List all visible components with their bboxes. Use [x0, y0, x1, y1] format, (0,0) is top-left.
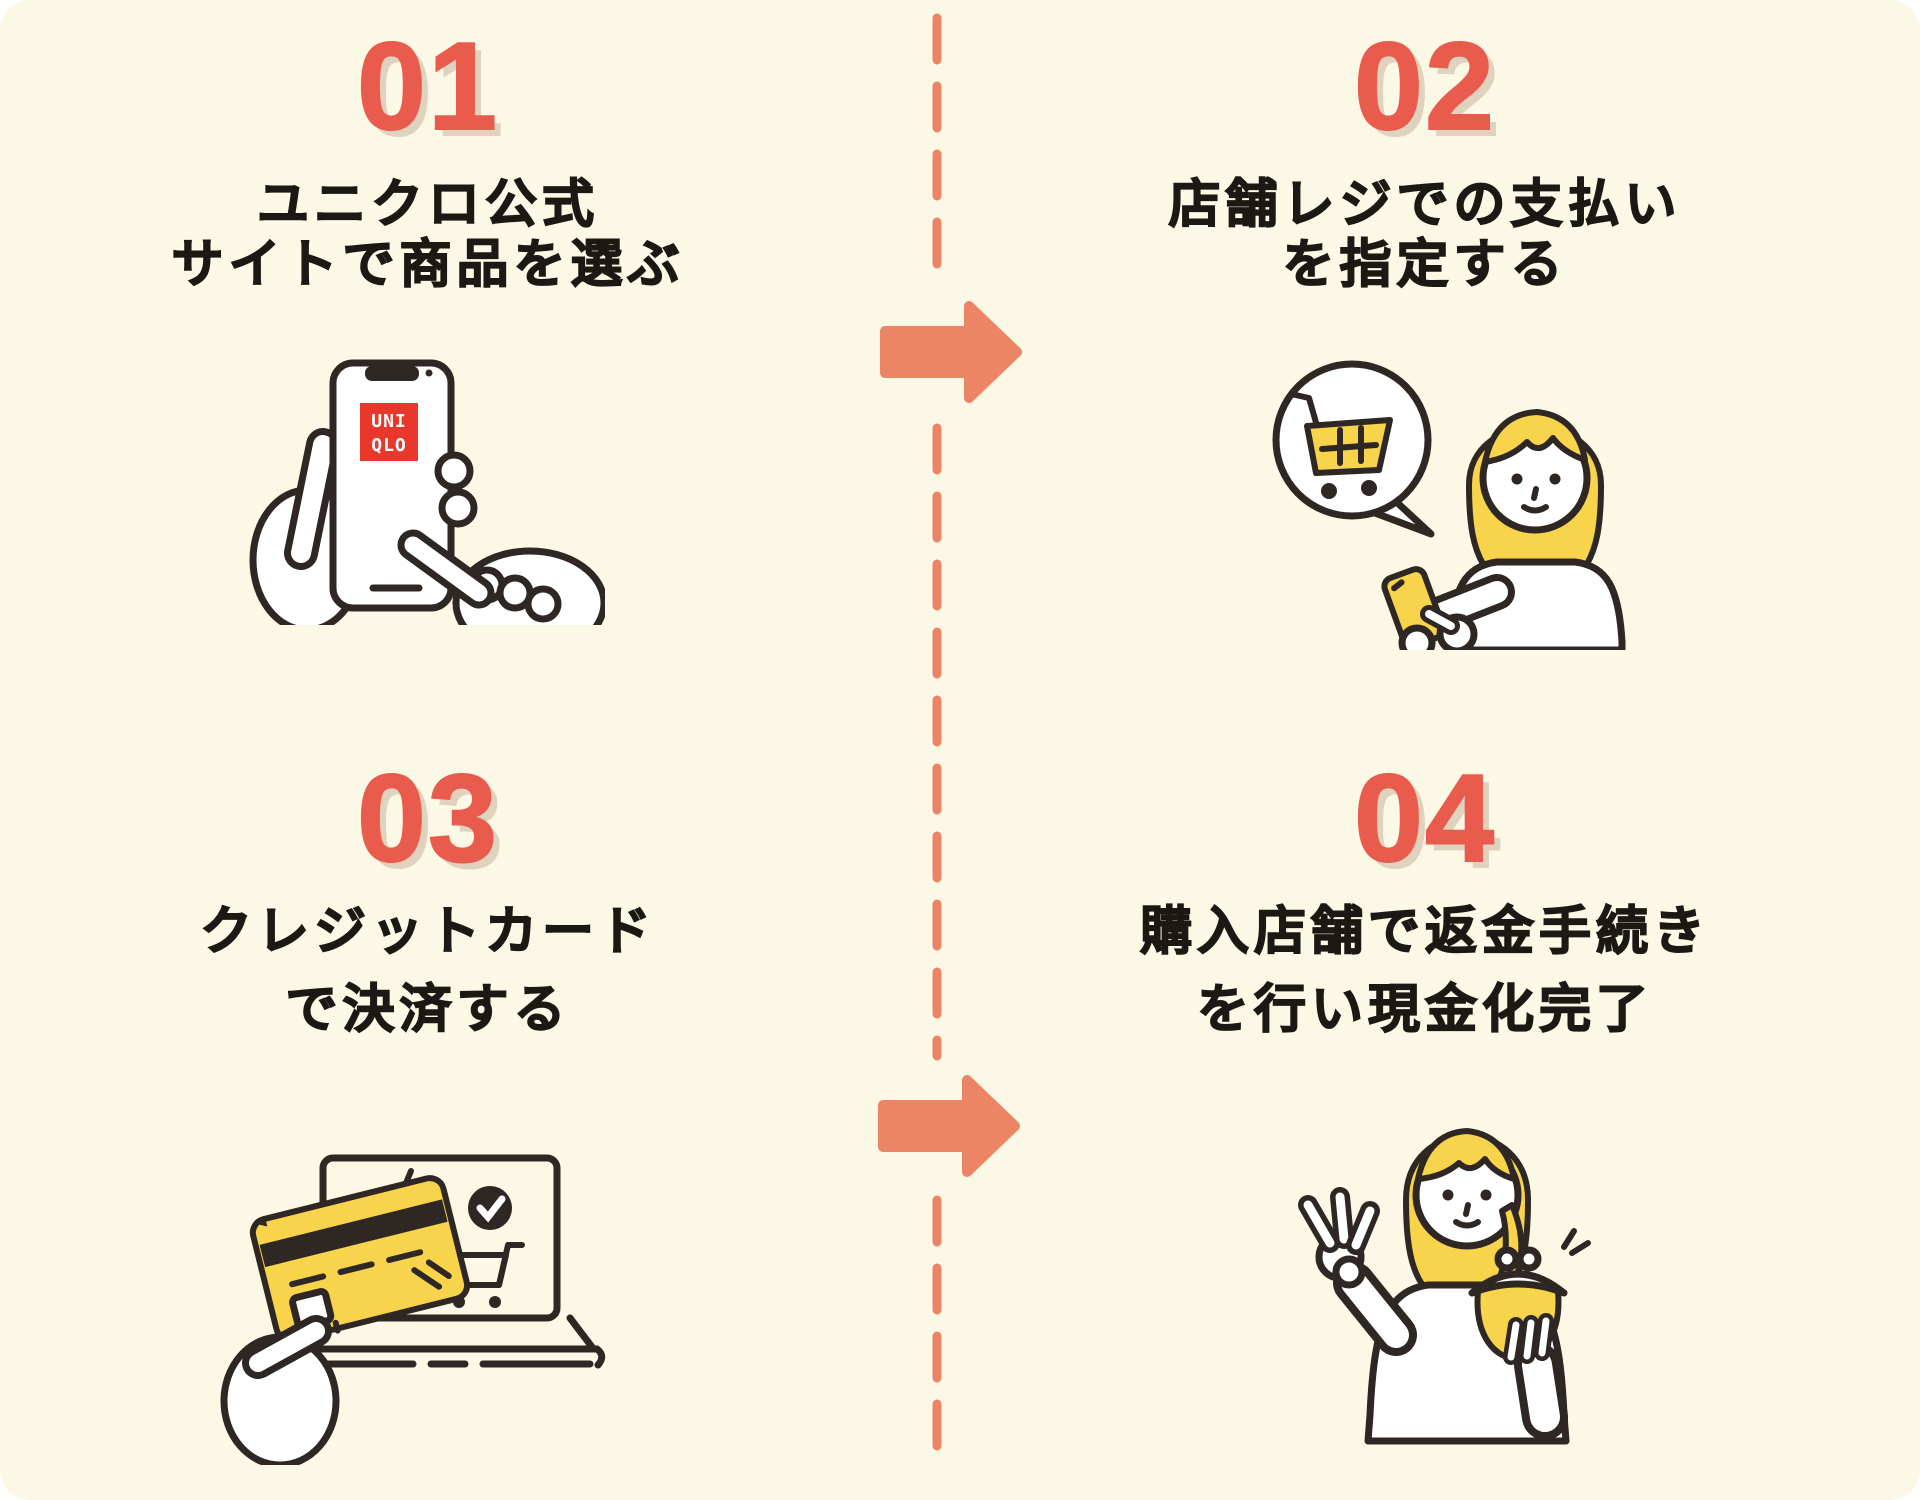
woman-bangs — [1482, 409, 1588, 465]
cart-wheel — [1321, 483, 1337, 499]
purse-clasp — [1516, 1246, 1542, 1272]
uniqlo-logo — [360, 403, 418, 461]
woman-bangs — [1415, 1128, 1517, 1182]
step-04-number: 04 — [1353, 750, 1496, 888]
eye — [1549, 473, 1561, 485]
purse-clasp — [1494, 1246, 1520, 1272]
step-02-title: 店舗レジでの支払い を指定する — [1025, 175, 1825, 296]
step-01-block: 01 ユニクロ公式 サイトで商品を選ぶ — [28, 18, 828, 296]
step-02-number: 02 — [1353, 18, 1496, 156]
step-02-title-line2: を指定する — [1282, 236, 1568, 296]
step-03-title-line1: クレジットカード — [199, 902, 656, 962]
ok-hand-sign — [1298, 1187, 1380, 1289]
step-01-title-line1: ユニクロ公式 — [256, 175, 599, 235]
eye — [1480, 1189, 1492, 1201]
arrow-right-icon — [878, 1075, 1020, 1177]
credit-card-laptop-illustration — [220, 1154, 606, 1465]
woman-with-cart-bubble-illustration — [1272, 360, 1626, 650]
step-04-title: 購入店舗で返金手続き を行い現金化完了 — [1025, 893, 1825, 1049]
step-04-block: 04 購入店舗で返金手続き を行い現金化完了 — [1025, 750, 1825, 1049]
step-02-title-line1: 店舗レジでの支払い — [1168, 175, 1682, 235]
phone-notch — [365, 366, 419, 381]
cart-handle — [1288, 391, 1320, 429]
step-01-title-line2: サイトで商品を選ぶ — [171, 236, 685, 296]
uniqlo-logo-line1: UNI — [371, 411, 407, 432]
step-03-title-line2: で決済する — [285, 980, 571, 1040]
step-02-block: 02 店舗レジでの支払い を指定する — [1025, 18, 1825, 296]
cart-wheel — [1361, 480, 1377, 496]
purse-clasp-frame — [1468, 1270, 1568, 1297]
step-04-title-line1: 購入店舗で返金手続き — [1139, 902, 1710, 962]
step-01-number: 01 — [356, 18, 499, 156]
step-03-title: クレジットカード で決済する — [28, 893, 828, 1049]
step-01-title: ユニクロ公式 サイトで商品を選ぶ — [28, 175, 828, 296]
hand-on-purse — [1503, 1313, 1554, 1365]
step-03-number: 03 — [356, 750, 499, 888]
woman-ok-purse-illustration — [1298, 1128, 1591, 1445]
step-03-block: 03 クレジットカード で決済する — [28, 750, 828, 1049]
eye — [1442, 1189, 1454, 1201]
uniqlo-logo-line2: QLO — [371, 435, 407, 456]
hand-tapping-phone-illustration: UNI QLO — [249, 359, 605, 625]
eye — [1511, 473, 1523, 485]
step-04-title-line2: を行い現金化完了 — [1196, 980, 1653, 1040]
arrow-right-icon — [880, 301, 1022, 403]
check-icon — [468, 1186, 512, 1230]
